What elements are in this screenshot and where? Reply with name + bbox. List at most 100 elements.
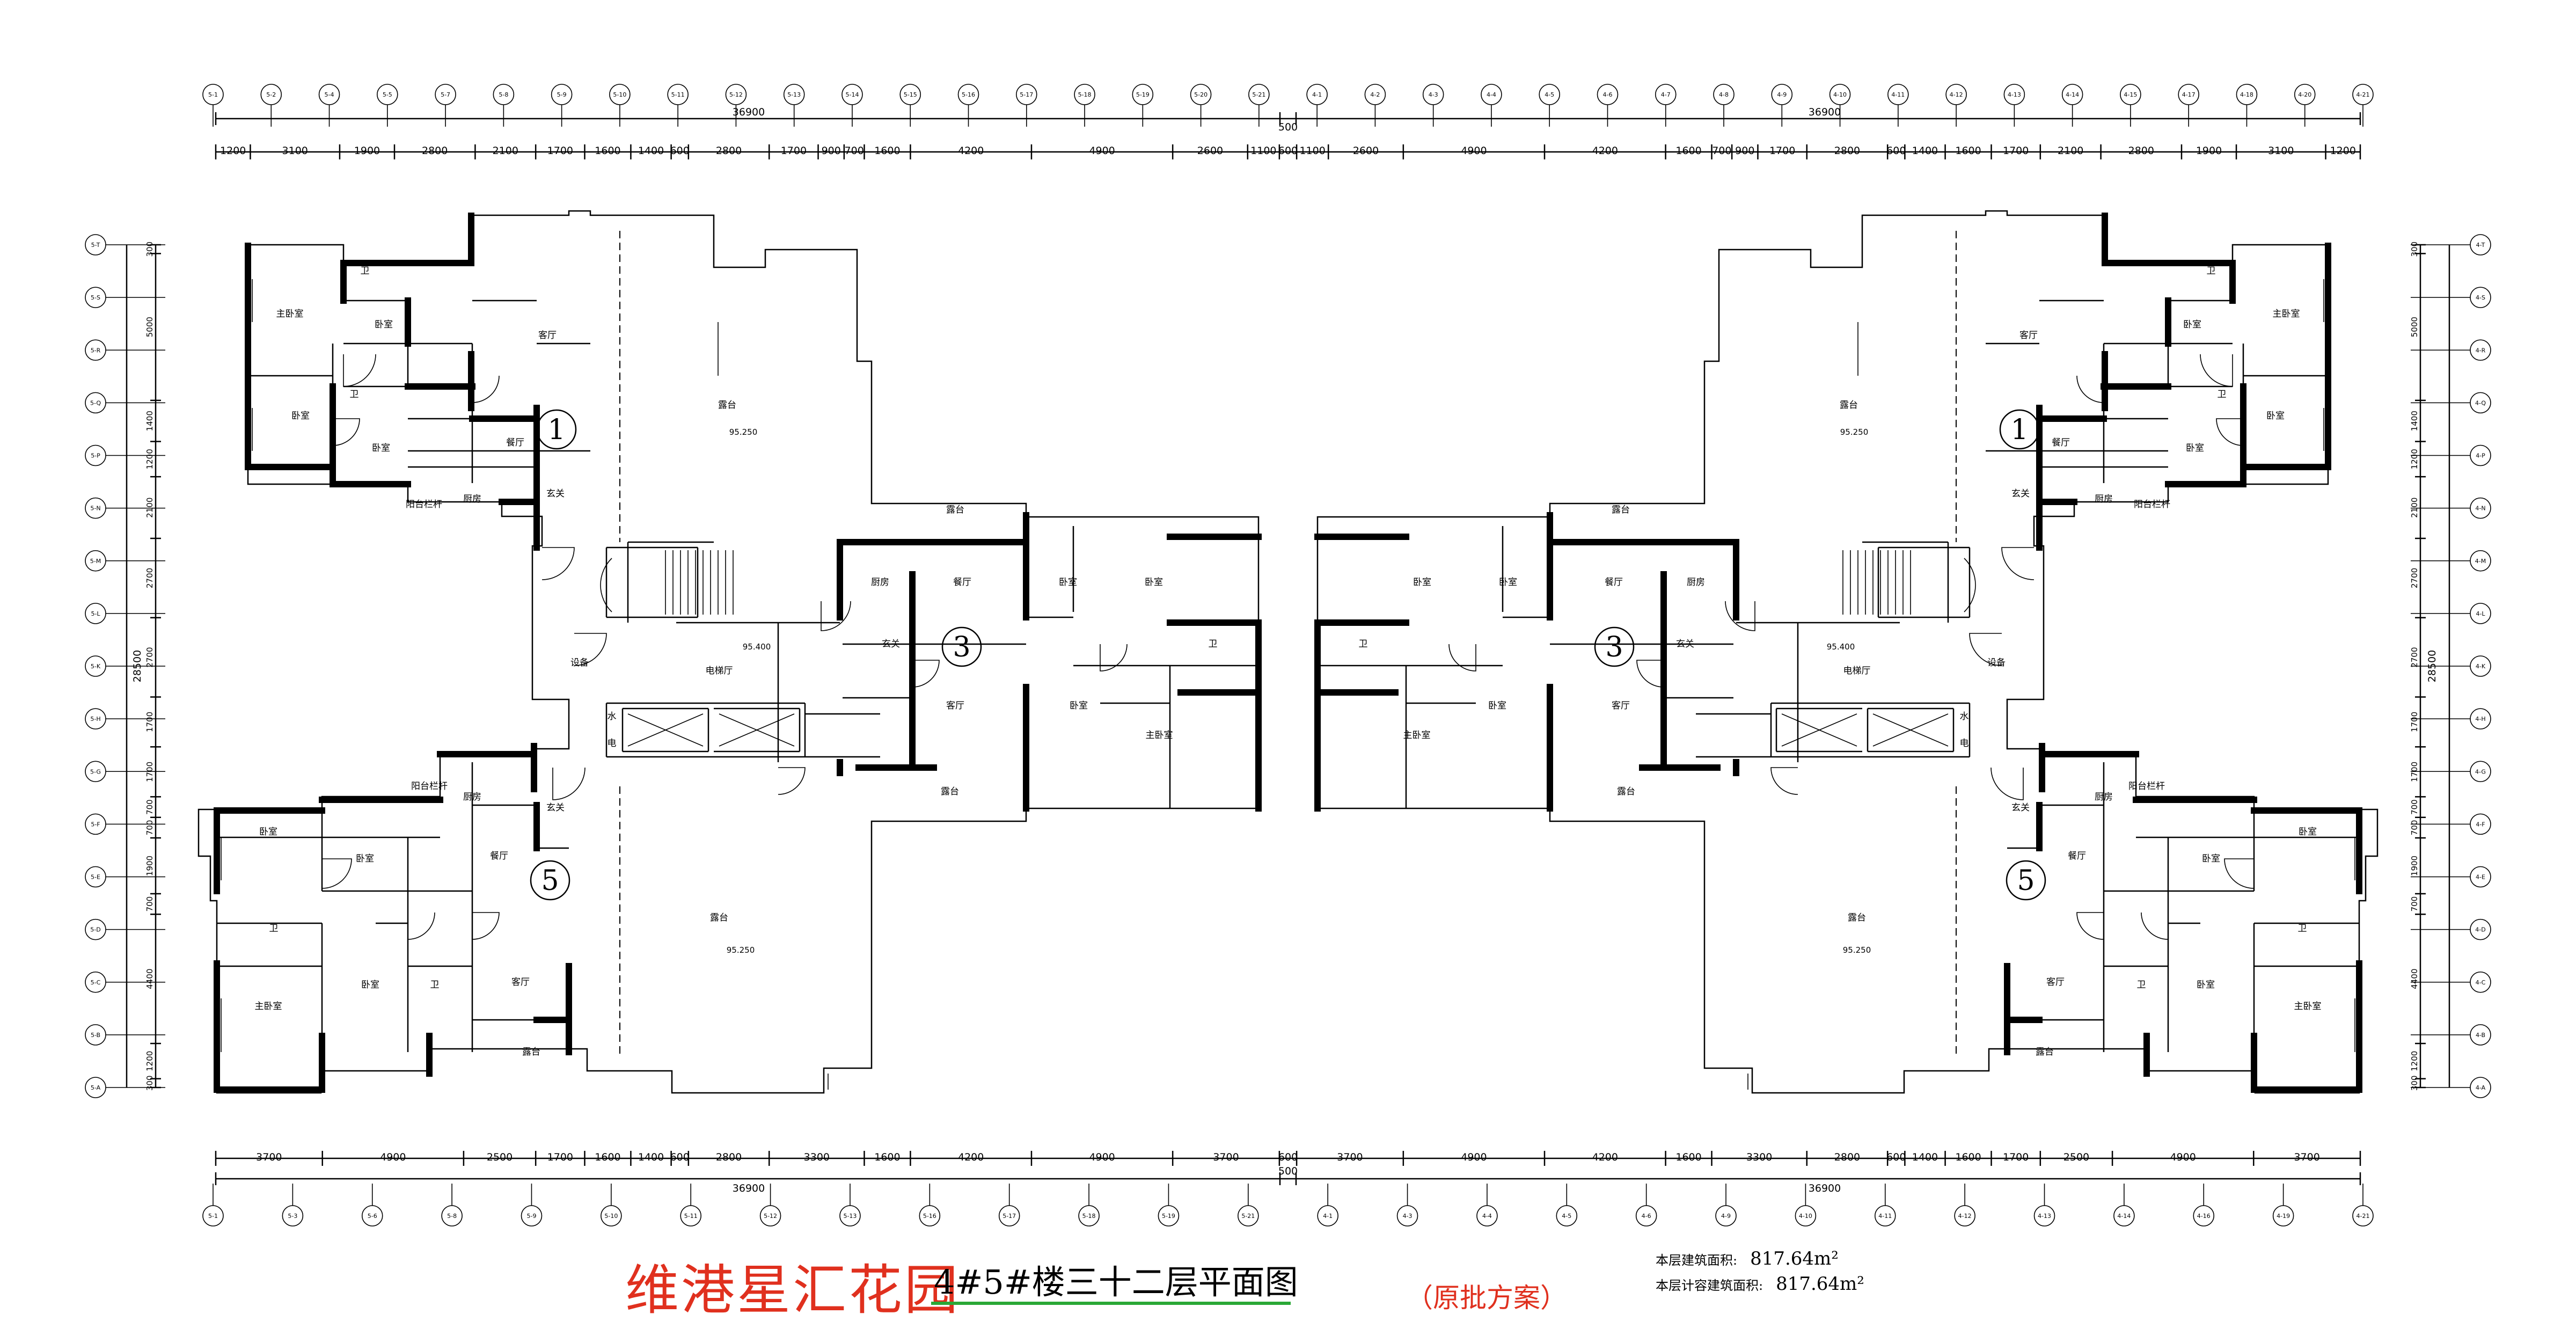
door-swing: [1770, 767, 1798, 795]
left-side-label: 2100: [145, 498, 155, 518]
room-balcony: 阳台栏杆: [2134, 499, 2170, 510]
top-axis: 5-21: [1248, 84, 1270, 127]
top-axis: 5-12: [725, 84, 747, 127]
bottom-axis-label: 5-1: [208, 1213, 218, 1220]
bottom-axis: 4-11: [1874, 1184, 1896, 1227]
top-dim-label: 2800: [2128, 145, 2154, 157]
room-bedroom: 卧室: [1145, 577, 1163, 588]
bottom-dim-label: 600: [1278, 1151, 1298, 1163]
top-dim-label: 4900: [1461, 145, 1487, 157]
top-dim-label: 2600: [1353, 145, 1379, 157]
room-bath: 卫: [350, 389, 359, 400]
bottom-dim-label: 600: [670, 1151, 690, 1163]
room-living: 客厅: [2019, 330, 2038, 341]
left-axis: 5-Q: [85, 392, 165, 414]
room-balcony: 阳台栏杆: [411, 781, 448, 792]
right-axis-label: 4-M: [2475, 558, 2486, 565]
bottom-axis-label: 4-10: [1799, 1213, 1812, 1220]
room-living: 客厅: [1612, 700, 1630, 711]
room-bedroom: 卧室: [1413, 577, 1431, 588]
room-dining: 餐厅: [1605, 577, 1623, 588]
top-axis: 4-11: [1887, 84, 1909, 127]
bottom-axis-label: 4-16: [2197, 1213, 2211, 1220]
right-side-label: 2700: [2410, 647, 2419, 667]
right-axis-label: 4-R: [2476, 347, 2486, 354]
left-side-label: 1700: [145, 762, 155, 782]
top-dim-label: 900: [822, 145, 841, 157]
right-axis-label: 4-C: [2476, 979, 2486, 986]
right-side-label: 1400: [2410, 411, 2419, 431]
top-axis: 4-5: [1539, 84, 1561, 127]
bottom-axis: 5-9: [521, 1184, 543, 1227]
room-kitchen: 厨房: [2095, 494, 2113, 505]
door-swing: [1990, 767, 2024, 800]
left-axis-label: 5-S: [91, 294, 100, 301]
right-axis-label: 4-T: [2476, 242, 2485, 249]
floor-area-label: 本层建筑面积:: [1656, 1253, 1738, 1268]
right-axis-label: 4-Q: [2475, 399, 2486, 406]
unit-number-circle: [1999, 409, 2040, 450]
room-balcony: 阳台栏杆: [406, 499, 442, 510]
bottom-dim-label: 1600: [1955, 1151, 1981, 1163]
floor-area-row: 本层建筑面积:817.64m²: [1656, 1248, 1839, 1269]
bottom-dim-label: 4900: [2170, 1151, 2196, 1163]
top-axis-label: 5-9: [557, 91, 567, 98]
bottom-axis-label: 5-9: [526, 1213, 536, 1220]
right-axis: 4-H: [2411, 708, 2491, 729]
bottom-dim-label: 4900: [380, 1151, 406, 1163]
unit-number-circle: [536, 409, 577, 450]
bottom-dim-label: 4900: [1461, 1151, 1487, 1163]
bottom-axis: 5-1: [202, 1184, 224, 1227]
bottom-axis-label: 5-17: [1002, 1213, 1016, 1220]
room-living: 客厅: [946, 700, 964, 711]
left-axis: 5-B: [85, 1024, 165, 1046]
top-dim-label: 1100: [1299, 145, 1325, 157]
room-dining: 餐厅: [953, 577, 971, 588]
top-axis-label: 4-9: [1777, 91, 1787, 98]
room-master-bedroom: 主卧室: [1403, 730, 1431, 741]
top-axis-label: 5-21: [1252, 91, 1265, 98]
unit-number-circle: [941, 626, 982, 667]
right-side-label: 300: [2410, 242, 2419, 257]
bottom-axis: 5-8: [441, 1184, 463, 1227]
left-side-label: 1900: [145, 856, 155, 876]
bottom-axis: 4-3: [1396, 1184, 1418, 1227]
door-swing: [332, 418, 360, 446]
bottom-axis: 5-11: [680, 1184, 702, 1227]
unit-number: 1: [547, 414, 565, 446]
right-axis-label: 4-B: [2476, 1032, 2485, 1039]
room-bedroom: 卧室: [2186, 443, 2204, 454]
top-dim-label: 2100: [493, 145, 518, 157]
room-dining: 餐厅: [2052, 437, 2070, 448]
bottom-axis: 4-13: [2033, 1184, 2055, 1227]
bottom-axis: 5-13: [839, 1184, 861, 1227]
bottom-dim-label: 1700: [547, 1151, 573, 1163]
top-dim-label: 4900: [1089, 145, 1115, 157]
elevation-mark: 95.400: [743, 642, 771, 652]
room-entry: 玄关: [882, 639, 900, 649]
top-axis: 4-2: [1364, 84, 1386, 127]
bottom-dim-label: 2800: [716, 1151, 742, 1163]
left-building-half: [197, 210, 1262, 1094]
top-dim-label: 2800: [1834, 145, 1860, 157]
unit-number-circle: [2006, 860, 2046, 901]
bottom-axis-label: 5-12: [764, 1213, 777, 1220]
bottom-dim-label: 4900: [1089, 1151, 1115, 1163]
top-axis: 4-9: [1771, 84, 1793, 127]
bottom-axis: 5-16: [919, 1184, 941, 1227]
top-axis: 5-1: [202, 84, 224, 127]
right-axis-label: 4-S: [2476, 294, 2485, 301]
top-dim-label: 900: [1735, 145, 1754, 157]
room-living: 客厅: [2046, 977, 2065, 988]
room-master-bedroom: 主卧室: [1146, 730, 1173, 741]
elevation-mark: 95.250: [1840, 427, 1869, 437]
left-axis-label: 5-M: [90, 558, 101, 565]
top-dim-label: 1900: [2196, 145, 2222, 157]
bottom-dim-label: 1600: [1675, 1151, 1701, 1163]
top-axis-label: 4-7: [1661, 91, 1671, 98]
right-side-label: 1700: [2410, 762, 2419, 782]
room-entry: 玄关: [2011, 488, 2030, 499]
top-dim-label: 2800: [422, 145, 448, 157]
bottom-axis-label: 4-9: [1721, 1213, 1731, 1220]
